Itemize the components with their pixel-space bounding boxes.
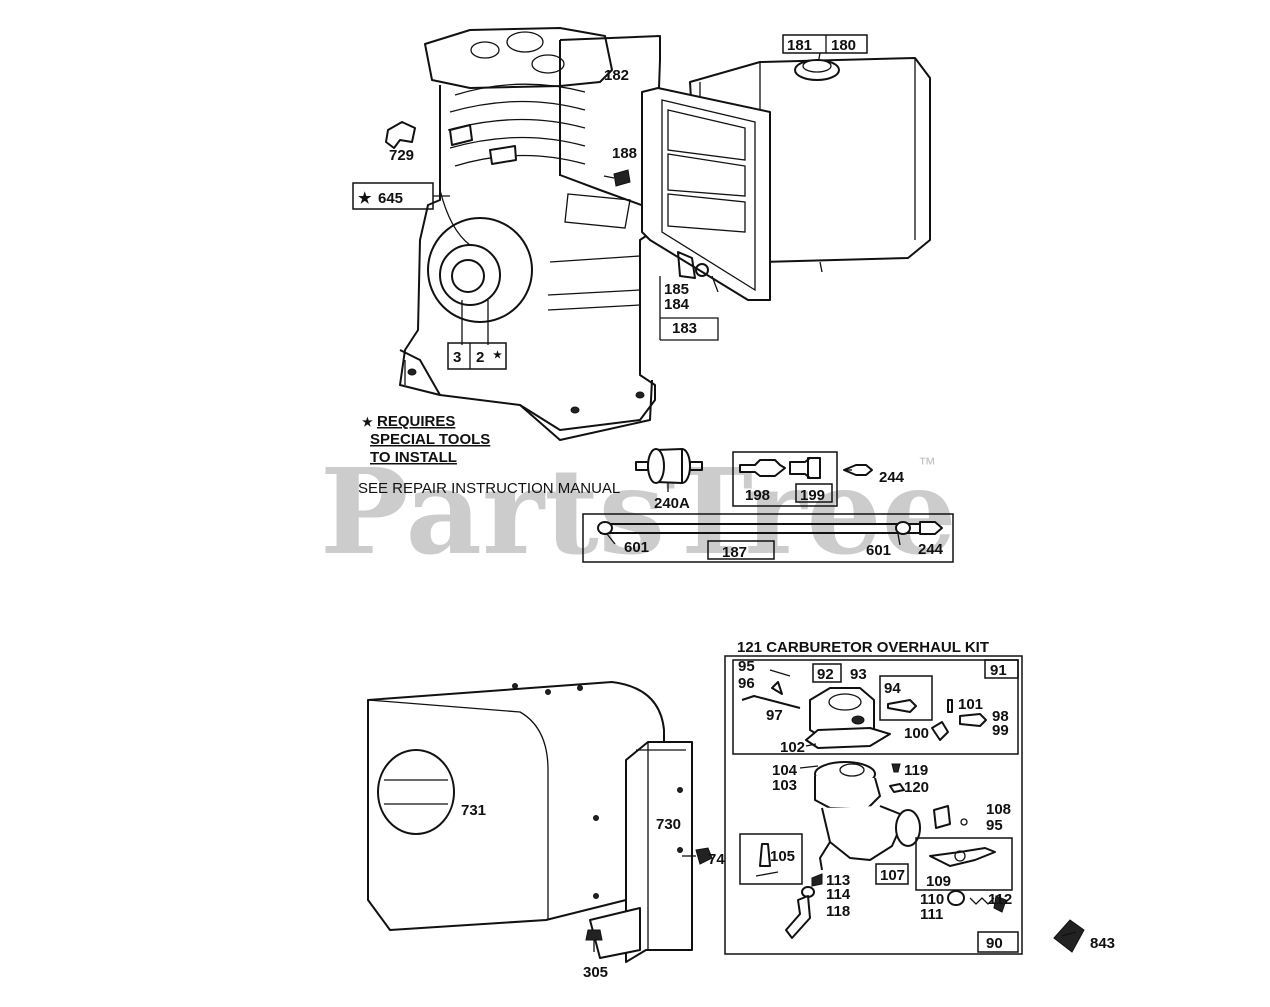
callout-111: 111 [920, 906, 943, 923]
callout-119: 119 [904, 762, 928, 779]
callout-102: 102 [780, 739, 805, 756]
callout-107: 107 [880, 867, 905, 884]
callout-3: 3 [453, 349, 461, 366]
callout-99: 99 [992, 722, 1009, 739]
callout-108: 108 [986, 801, 1011, 818]
callout-187: 187 [722, 544, 747, 561]
callout-305: 305 [583, 964, 608, 981]
callout-94: 94 [884, 680, 901, 697]
callout-244-bottom: 244 [918, 541, 944, 558]
callout-180: 180 [831, 37, 856, 54]
callout-730: 730 [656, 816, 681, 833]
part-187-fuel-line: 601 187 601 244 [582, 513, 954, 563]
callout-118: 118 [826, 903, 850, 920]
callout-244-top: 244 [879, 469, 905, 486]
callout-91: 91 [990, 662, 1007, 679]
callout-601-right: 601 [866, 542, 891, 559]
part-305-screw: 305 [583, 929, 608, 981]
callout-110: 110 [920, 891, 944, 908]
part-730-air-guide: 730 [589, 741, 693, 963]
watermark: PartsTree [320, 442, 957, 581]
note-special-tools: SPECIAL TOOLS [370, 431, 490, 448]
part-244-fitting: 244 [843, 464, 905, 486]
star-symbol-645: ★ [358, 190, 372, 207]
part-731-blower-housing: 731 [367, 681, 665, 931]
part-729-clip: 729 [385, 121, 416, 164]
callout-104: 104 [772, 762, 798, 779]
part-240a-filter: 240A [635, 448, 703, 512]
callout-198: 198 [745, 487, 770, 504]
callout-729: 729 [389, 147, 414, 164]
star-symbol-2: ★ [493, 350, 502, 361]
callout-185: 185 [664, 281, 689, 298]
callout-103: 103 [772, 777, 797, 794]
callout-95-bottom: 95 [986, 817, 1003, 834]
carburetor-upper-body [805, 687, 891, 749]
callout-199: 199 [800, 487, 825, 504]
carburetor-main-body [814, 761, 921, 871]
callout-120: 120 [904, 779, 929, 796]
callout-843: 843 [1090, 935, 1115, 952]
callout-601-left: 601 [624, 539, 649, 556]
callout-109: 109 [926, 873, 951, 890]
callout-114: 114 [826, 886, 851, 903]
part-198-199-fittings: 198 199 [732, 451, 838, 507]
callout-92: 92 [817, 666, 834, 683]
callout-182: 182 [604, 67, 629, 84]
callout-105: 105 [770, 848, 795, 865]
callout-184: 184 [664, 296, 690, 313]
callout-645: 645 [378, 190, 403, 207]
callout-93: 93 [850, 666, 867, 683]
callout-188: 188 [612, 145, 637, 162]
callout-96: 96 [738, 675, 755, 692]
fuel-tank-drawing: 181 180 185 184 183 [641, 34, 931, 341]
note-to-install: TO INSTALL [370, 449, 457, 466]
star-symbol-note: ★ [362, 415, 373, 429]
part-74-screw: 74 [682, 847, 725, 868]
carburetor-kit-frame [724, 655, 1023, 955]
callout-95-top: 95 [738, 658, 755, 675]
kit-title: 121 CARBURETOR OVERHAUL KIT [737, 639, 989, 656]
part-188-screw: 188 [603, 145, 637, 187]
callout-90: 90 [986, 935, 1003, 952]
callout-98: 98 [992, 708, 1009, 725]
engine-block-drawing [399, 27, 661, 441]
note-repair-manual: SEE REPAIR INSTRUCTION MANUAL [358, 480, 620, 497]
special-tools-note: ★ REQUIRES SPECIAL TOOLS TO INSTALL SEE … [358, 413, 620, 497]
callout-100: 100 [904, 725, 929, 742]
callout-731: 731 [461, 802, 486, 819]
callout-645-box: ★ 645 [352, 182, 450, 210]
watermark-trademark: ™ [918, 454, 936, 474]
note-requires: REQUIRES [377, 413, 455, 430]
callout-2: 2 [476, 349, 484, 366]
callout-183: 183 [672, 320, 697, 337]
callout-97: 97 [766, 707, 783, 724]
callout-181: 181 [787, 37, 812, 54]
callout-112: 112 [988, 891, 1012, 908]
callout-74: 74 [708, 851, 725, 868]
callout-3-2-box [447, 342, 507, 370]
carburetor-top-inner-frame [732, 659, 1019, 755]
callout-113: 113 [826, 872, 850, 889]
part-843-clip: 843 [1053, 919, 1115, 953]
callout-101: 101 [958, 696, 983, 713]
callout-240a: 240A [654, 495, 690, 512]
